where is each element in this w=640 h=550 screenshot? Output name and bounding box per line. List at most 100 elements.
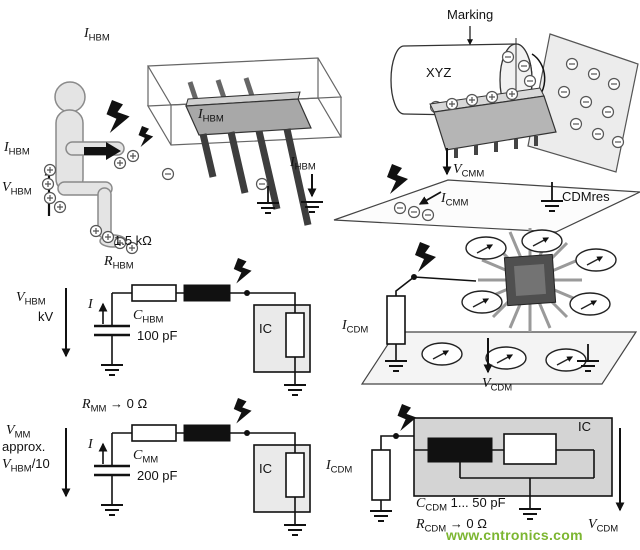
minus-charge-icon (255, 177, 269, 191)
lightning-icon (106, 100, 130, 133)
plus-charge-icon (126, 149, 140, 163)
label-icmm: ICMM (441, 191, 469, 209)
wire (414, 449, 595, 508)
minus-charge-icon (587, 67, 601, 81)
icmm-arrow (418, 191, 442, 205)
lightning-icon (233, 258, 252, 284)
minus-charge-icon (421, 208, 435, 222)
field-ellipse-icon (422, 343, 462, 365)
label-cmm-value: 200 pF (137, 468, 178, 483)
label-rhbm: RHBM (104, 254, 134, 272)
plus-charge-icon (505, 87, 519, 101)
cdm-scene (360, 228, 638, 385)
wire (413, 276, 477, 282)
icdm-resistor (371, 449, 391, 501)
minus-charge-icon (393, 201, 407, 215)
minus-charge-icon (607, 77, 621, 91)
label-rmm: RMM → 0 Ω (82, 396, 148, 415)
label-ihbm-side: IHBM (4, 140, 30, 158)
discharge-switch (183, 424, 231, 442)
label-vhbm-side: VHBM (2, 180, 32, 198)
lightning-icon (138, 126, 154, 147)
ground-icon (369, 510, 393, 522)
label-kv-unit: kV (38, 309, 54, 324)
label-marking: Marking (447, 7, 494, 22)
field-ellipse-icon (486, 347, 526, 369)
label-icdm-mid: ICDM (342, 318, 369, 336)
field-ellipse-icon (570, 293, 610, 315)
label-ic-cdm: IC (578, 419, 591, 434)
ground-icon (283, 524, 307, 536)
wire (247, 292, 296, 384)
cmm-chip-body (433, 95, 557, 151)
label-icdm-bottom: ICDM (326, 458, 353, 476)
field-ellipse-icon (522, 230, 562, 252)
cdm-chip-die (513, 263, 547, 297)
field-ellipse-icon (576, 249, 616, 271)
label-current-mm: I (88, 437, 93, 452)
label-ic-mm: IC (259, 461, 272, 476)
label-vcdm-bottom: VCDM (588, 517, 619, 535)
node-dot (244, 290, 250, 296)
label-cdmres: CDMres (562, 189, 610, 204)
tray-edges (147, 58, 342, 145)
cmm-chip-pins (454, 136, 538, 158)
discharge-switch (183, 284, 231, 302)
minus-charge-icon (407, 205, 421, 219)
label-ccdm: CCDM 1... 50 pF (416, 495, 506, 514)
label-cmm-cap: CMM (133, 448, 159, 466)
plus-charge-icon (485, 90, 499, 104)
node-dot (393, 433, 399, 439)
node-dot (244, 430, 250, 436)
cmm-capacitor (94, 464, 130, 477)
minus-charge-icon (611, 135, 625, 149)
minus-charge-icon (579, 95, 593, 109)
ground-icon (100, 504, 124, 516)
hbm-circuit (61, 258, 311, 396)
wire (395, 276, 415, 296)
plus-charge-icon (53, 200, 67, 214)
plus-charge-icon (465, 93, 479, 107)
label-vhbm-div10: VHBM/10 (2, 456, 50, 475)
label-current-hbm: I (88, 297, 93, 312)
icdm-resistor (386, 295, 406, 345)
dip-chip (185, 77, 312, 226)
field-ellipse-icon (466, 237, 506, 259)
label-ihbm-right: IHBM (290, 155, 316, 173)
minus-charge-icon (161, 167, 175, 181)
minus-charge-icon (569, 117, 583, 131)
plus-charge-icon (445, 97, 459, 111)
lightning-icon (233, 398, 252, 424)
label-ihbm-top: IHBM (84, 26, 110, 44)
chip-leads-back (187, 77, 255, 101)
label-rhbm-value: 1.5 kΩ (114, 233, 152, 248)
plus-charge-icon (89, 224, 103, 238)
rhbm-resistor (131, 284, 177, 302)
wire (380, 435, 414, 450)
lightning-icon (415, 242, 436, 272)
ic-black-element (427, 437, 493, 463)
label-xyz: XYZ (426, 65, 452, 80)
chip-leads (199, 128, 312, 226)
arm-current-arrow (84, 142, 121, 160)
minus-charge-icon (565, 57, 579, 71)
ground-icon (283, 384, 307, 396)
watermark: www.cntronics.com (446, 527, 583, 543)
label-vcmm: VCMM (453, 162, 485, 180)
label-vcdm-mid: VCDM (482, 376, 513, 394)
minus-charge-icon (601, 105, 615, 119)
rmm-resistor (131, 424, 177, 442)
chbm-capacitor (94, 324, 130, 337)
minus-charge-icon (517, 59, 531, 73)
field-ellipse-icon (462, 291, 502, 313)
ground-icon (100, 364, 124, 376)
minus-charge-icon (501, 50, 515, 64)
hbm-scene (41, 57, 343, 255)
plus-charge-icon (43, 163, 57, 177)
plus-charge-icon (41, 177, 55, 191)
mm-circuit (61, 398, 311, 536)
node-dot (411, 274, 417, 280)
label-vhbm-circuit: VHBM (16, 290, 46, 308)
